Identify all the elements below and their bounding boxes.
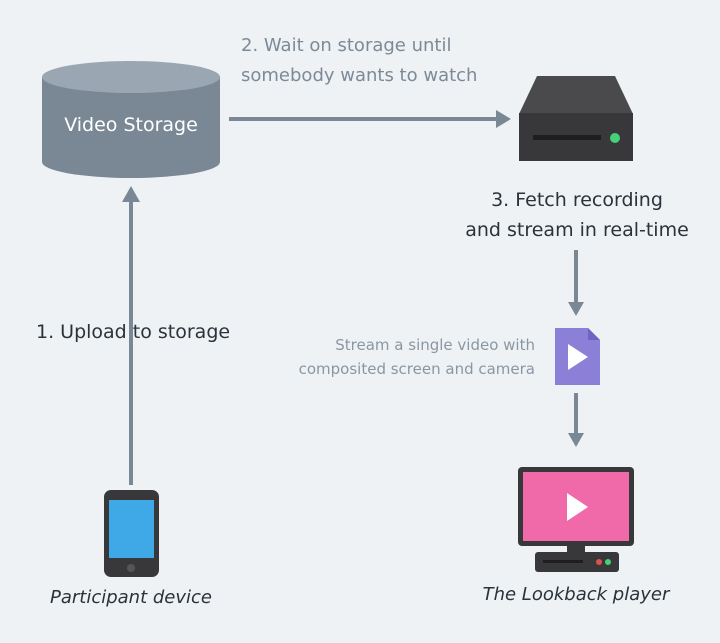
step-3-line-1: 3. Fetch recording	[491, 189, 663, 211]
storage-label: Video Storage	[64, 114, 198, 136]
phone-icon	[104, 490, 159, 577]
stream-note-line-1: Stream a single video with	[335, 336, 535, 354]
participant-device-label: Participant device	[49, 587, 212, 608]
step-2-label: 2. Wait on storage until somebody wants …	[241, 31, 477, 91]
video-file-icon	[555, 328, 600, 385]
arrow-server-to-file	[568, 250, 584, 316]
server-icon	[519, 76, 633, 161]
step-3-label: 3. Fetch recording and stream in real-ti…	[452, 185, 702, 245]
stream-note: Stream a single video with composited sc…	[270, 333, 535, 381]
step-2-line-1: 2. Wait on storage until	[241, 35, 452, 56]
arrow-device-to-storage	[122, 186, 140, 485]
arrow-storage-to-server	[229, 110, 511, 128]
monitor-icon	[518, 467, 634, 572]
step-2-line-2: somebody wants to watch	[241, 65, 478, 86]
stream-note-line-2: composited screen and camera	[298, 360, 535, 378]
video-storage-cylinder	[42, 61, 220, 178]
step-1-label: 1. Upload to storage	[36, 321, 231, 343]
lookback-player-label: The Lookback player	[482, 584, 670, 605]
step-3-line-2: and stream in real-time	[465, 219, 689, 241]
arrow-file-to-player	[568, 393, 584, 447]
